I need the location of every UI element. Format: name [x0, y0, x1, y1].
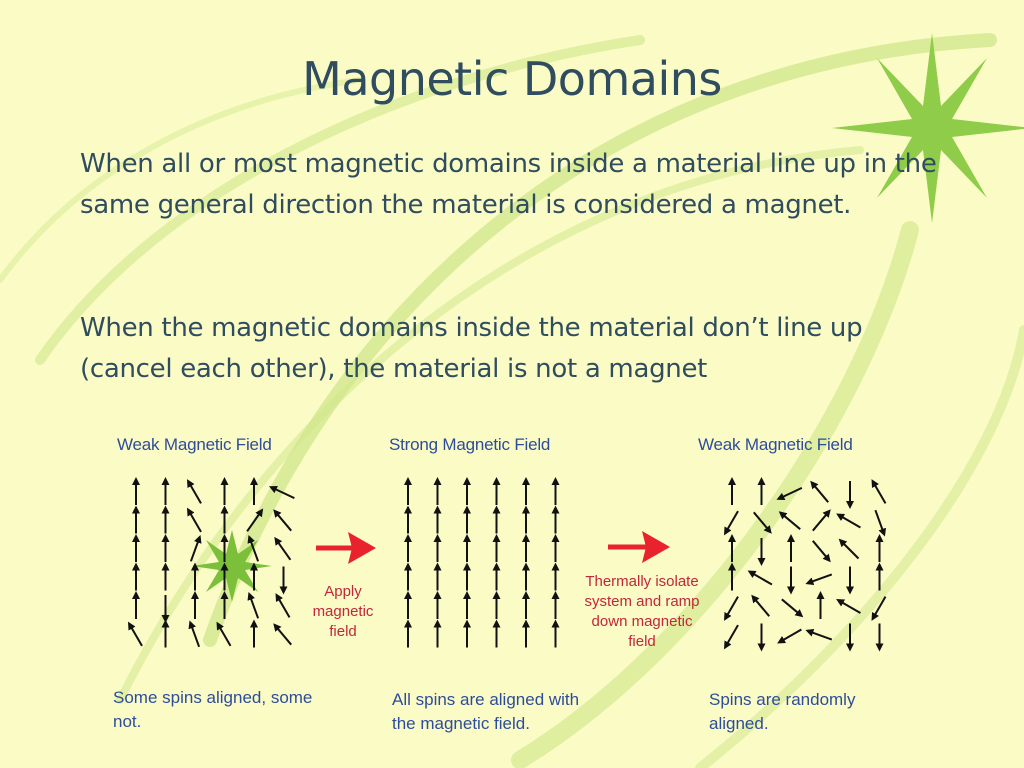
spin-arrow-icon [776, 486, 803, 501]
transition-label-ramp-down: Thermally isolate system and ramp down m… [584, 573, 700, 650]
spin-arrow-icon [187, 479, 202, 504]
spin-arrow-icon [753, 511, 772, 534]
panel-caption-strong: All spins are aligned with the magnetic … [392, 690, 580, 733]
spin-arrow-icon [781, 598, 804, 618]
spin-arrow-icon [812, 509, 831, 532]
spin-arrow-icon [273, 509, 292, 532]
spin-arrow-icon [810, 480, 829, 503]
body-paragraph-aligned: When all or most magnetic domains inside… [80, 149, 937, 220]
domain-burst-icon [192, 530, 272, 602]
star-burst-icon [832, 33, 1024, 223]
spin-arrow-icon [268, 485, 295, 500]
spin-arrow-icon [838, 538, 860, 560]
spin-arrow-icon [871, 596, 887, 621]
spin-arrow-icon [273, 623, 292, 646]
spin-arrow-icon [246, 508, 264, 532]
spin-arrow-icon [805, 629, 833, 641]
spin-arrow-icon [187, 507, 202, 533]
spin-arrow-icon [188, 620, 201, 648]
apply-field-arrow-icon [316, 532, 376, 564]
spin-arrow-icon [724, 510, 739, 536]
spin-arrow-icon [812, 540, 831, 563]
panel-caption-weak-after: Spins are randomly aligned. [709, 690, 856, 733]
ramp-down-arrow-icon [608, 531, 670, 563]
panel-title-strong: Strong Magnetic Field [389, 435, 551, 454]
spin-grid-weak-after [724, 477, 887, 652]
slide-title: Magnetic Domains [302, 52, 722, 106]
spin-arrow-icon [871, 479, 887, 504]
spin-arrow-icon [874, 509, 886, 537]
spin-arrow-icon [275, 593, 291, 618]
spin-arrow-icon [247, 534, 260, 562]
spin-arrow-icon [724, 624, 739, 650]
panel-title-weak-after: Weak Magnetic Field [698, 435, 853, 454]
spin-arrow-icon [128, 621, 143, 647]
spin-arrow-icon [836, 599, 861, 614]
spin-arrow-icon [189, 534, 202, 562]
panel-title-weak-before: Weak Magnetic Field [117, 435, 272, 454]
spin-grid-weak-before [128, 477, 295, 648]
spin-arrow-icon [747, 570, 773, 586]
spin-arrow-icon [777, 628, 802, 644]
panel-caption-weak-before: Some spins aligned, some not. [113, 688, 313, 731]
spin-arrow-icon [216, 621, 232, 647]
transition-label-apply-field: Apply magnetic field [312, 583, 374, 640]
spin-arrow-icon [724, 596, 739, 621]
spin-arrow-icon [778, 511, 801, 530]
spin-grid-strong [404, 477, 560, 648]
body-paragraph-not-aligned: When the magnetic domains inside the mat… [80, 313, 863, 384]
spin-arrow-icon [274, 536, 292, 561]
spin-arrow-icon [247, 591, 260, 619]
spin-arrow-icon [751, 594, 770, 617]
spin-arrow-icon [805, 573, 833, 585]
spin-arrow-icon [836, 513, 861, 529]
